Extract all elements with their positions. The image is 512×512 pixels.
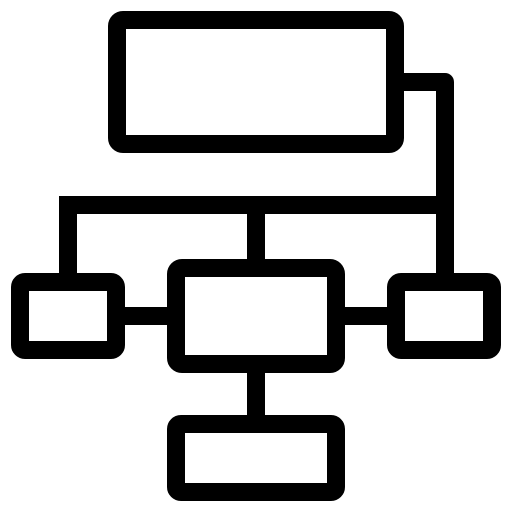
right-small-box	[387, 273, 501, 359]
left-small-box	[11, 273, 125, 359]
center-box	[167, 259, 345, 373]
top-to-right-elbow	[386, 73, 454, 291]
bottom-box	[167, 415, 345, 501]
top-box	[108, 11, 404, 153]
